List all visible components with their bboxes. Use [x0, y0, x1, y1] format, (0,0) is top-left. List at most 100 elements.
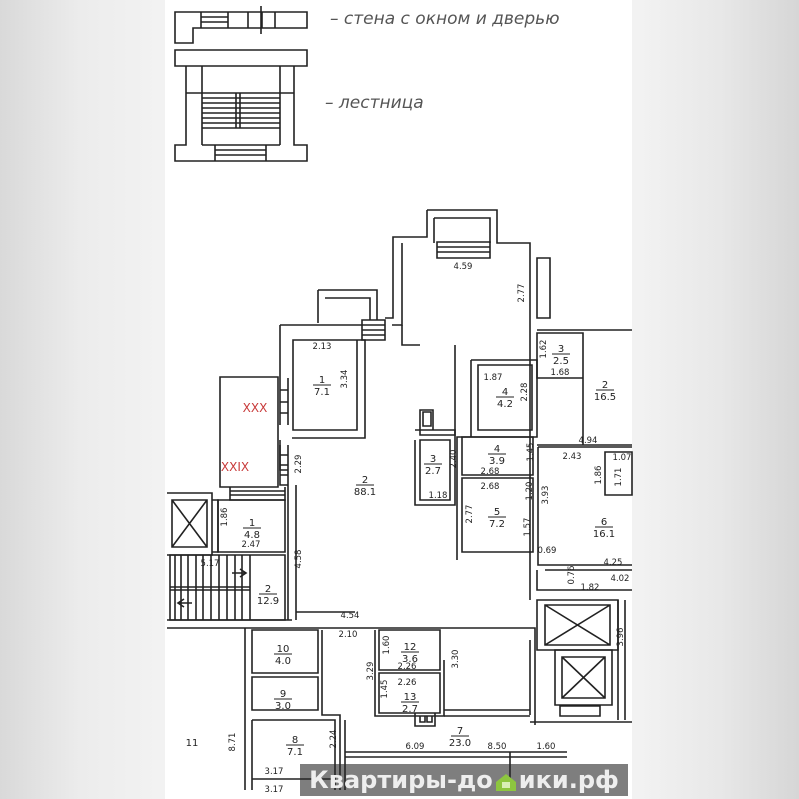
legend-wall-label: – стена с окном и дверью: [330, 9, 560, 29]
dimension-label: 6.09: [406, 742, 425, 752]
room-label: 14.8: [243, 518, 261, 541]
dimension-label: 3.34: [340, 370, 350, 389]
dimension-labels: 4.592.772.133.342.291.872.281.621.684.94…: [201, 262, 632, 795]
dimension-label: 2.24: [329, 730, 339, 749]
legend-stairs-label: – лестница: [325, 93, 424, 113]
dimension-label: 1.20: [525, 482, 535, 501]
dimension-label: 3.30: [451, 650, 461, 669]
room-area: 4.0: [275, 656, 291, 667]
room-number: 8: [292, 735, 298, 746]
room-11-label: 11: [186, 738, 199, 749]
dimension-label: 3.17: [265, 767, 284, 777]
dimension-label: 1.82: [581, 583, 600, 593]
room-label: 32.5: [552, 344, 570, 367]
dimension-label: 2.43: [563, 452, 582, 462]
room-area: 7.1: [287, 747, 303, 758]
dimension-label: 2.10: [339, 630, 358, 640]
dimension-label: 2.26: [398, 678, 417, 688]
room-area: 23.0: [449, 738, 471, 749]
room-number: 3: [558, 344, 564, 355]
room-area: 3.6: [402, 654, 418, 665]
walls: [167, 209, 633, 790]
room-label: 44.2: [496, 387, 514, 410]
room-label: 32.7: [424, 454, 442, 477]
dimension-label: 3.93: [541, 486, 551, 505]
room-number: 6: [601, 517, 607, 528]
room-label: 132.7: [401, 692, 419, 715]
dimension-label: 0.76: [567, 566, 577, 585]
dimension-label: 5.17: [201, 559, 220, 569]
watermark-text-right: ики.рф: [518, 766, 619, 794]
dimension-label: 3.29: [366, 662, 376, 681]
dimension-label: 2.28: [520, 383, 530, 402]
room-area: 2.5: [553, 356, 569, 367]
dimension-label: 2.68: [481, 482, 500, 492]
room-label: 57.2: [488, 507, 506, 530]
dimension-label: 3.96: [616, 628, 626, 647]
room-area: 4.8: [244, 530, 260, 541]
room-number: 5: [494, 507, 500, 518]
room-area: 2.7: [402, 704, 418, 715]
room-area: 2.7: [425, 466, 441, 477]
dimension-label: 2.13: [313, 342, 332, 352]
dimension-label: 2.77: [465, 505, 475, 524]
floor-plan-sheet: [165, 0, 632, 799]
room-number: 4: [502, 387, 508, 398]
dimension-label: 0.69: [538, 546, 557, 556]
dimension-label: 4.59: [454, 262, 473, 272]
dimension-label: 1.86: [220, 508, 230, 527]
room-area: 12.9: [257, 596, 279, 607]
dimension-label: 2.68: [481, 467, 500, 477]
dimension-label: 1.87: [484, 373, 503, 383]
dimension-label: 1.60: [537, 742, 556, 752]
dimension-label: 1.07: [613, 453, 632, 463]
room-area: 16.1: [593, 529, 615, 540]
room-number: 13: [404, 692, 417, 703]
room-area: 16.5: [594, 392, 616, 403]
dimension-label: 4.25: [604, 558, 623, 568]
legend-stairs-symbol: [174, 49, 308, 162]
dimension-label: 1.68: [551, 368, 570, 378]
dimension-label: 1.45: [380, 680, 390, 699]
room-label: 212.9: [257, 584, 279, 607]
dimension-label: 1.18: [429, 491, 448, 501]
room-area: 7.2: [489, 519, 505, 530]
dimension-label: 1.62: [539, 340, 549, 359]
dimension-label: 1.86: [594, 466, 604, 485]
dimension-label: 2.40: [449, 450, 459, 469]
dimension-label: 1.71: [614, 468, 624, 487]
dimension-label: 1.57: [523, 518, 533, 537]
room-number: 3: [430, 454, 436, 465]
room-number: 12: [404, 642, 417, 653]
room-area: 3.0: [275, 701, 291, 712]
dimension-label: 1.45: [526, 443, 536, 462]
room-label: 104.0: [274, 644, 292, 667]
room-area: 7.1: [314, 387, 330, 398]
room-label: 43.9: [488, 444, 506, 467]
room-number: 10: [277, 644, 290, 655]
room-labels: 17.1288.132.744.243.957.232.5216.5616.11…: [243, 344, 616, 758]
legend-wall-symbol: [174, 6, 308, 44]
room-number: 2: [362, 475, 368, 486]
room-number: 2: [265, 584, 271, 595]
room-label: 723.0: [449, 726, 471, 749]
dimension-label: 2.47: [242, 540, 261, 550]
dimension-label: 3.17: [265, 785, 284, 795]
room-label: 216.5: [594, 380, 616, 403]
room-label: 616.1: [593, 517, 615, 540]
dimension-label: 4.58: [294, 550, 304, 569]
house-logo-icon: [495, 770, 517, 791]
room-label: 93.0: [274, 689, 292, 712]
room-number: 1: [249, 518, 255, 529]
room-label: 288.1: [354, 475, 376, 498]
marker-xxx: XXX: [243, 401, 268, 415]
dimension-label: 2.77: [517, 284, 527, 303]
room-label: 123.6: [401, 642, 419, 665]
room-label: 87.1: [286, 735, 304, 758]
room-area: 88.1: [354, 487, 376, 498]
room-area: 4.2: [497, 399, 513, 410]
room-label: 17.1: [313, 375, 331, 398]
room-number: 1: [319, 375, 325, 386]
room-area: 3.9: [489, 456, 505, 467]
